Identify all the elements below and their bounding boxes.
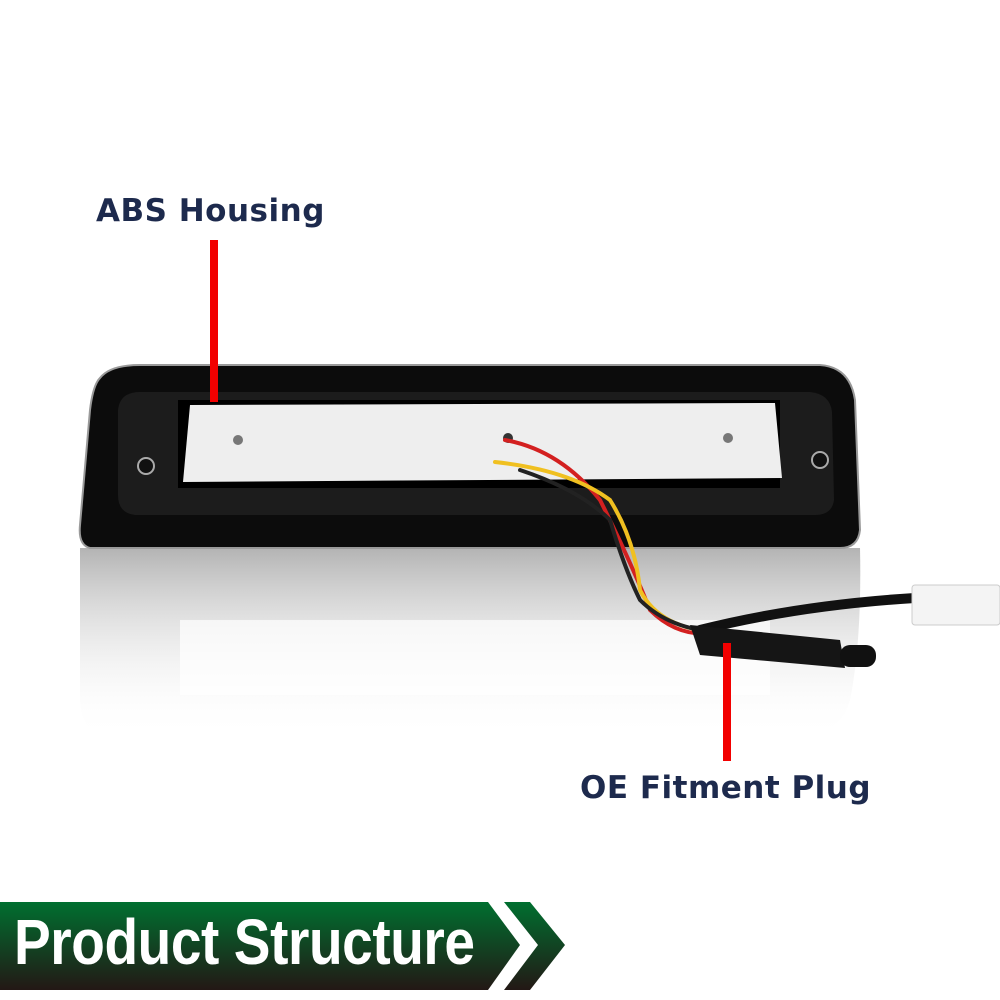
abs-housing-label: ABS Housing [96, 193, 325, 229]
banner-title: Product Structure [14, 906, 475, 978]
abs-housing [78, 364, 862, 549]
led-dot [233, 435, 243, 445]
housing-pointer-line [210, 240, 218, 402]
led-board [183, 403, 782, 482]
mounting-hole [811, 451, 829, 469]
reflection [80, 548, 861, 738]
mounting-hole [137, 457, 155, 475]
banner-shape [0, 902, 520, 990]
connector [911, 584, 1000, 626]
wire-harness [493, 438, 920, 636]
chevron-right-icon [504, 902, 565, 990]
plug-pointer-line [723, 643, 731, 761]
led-dot [723, 433, 733, 443]
oe-fitment-plug-label: OE Fitment Plug [580, 770, 872, 806]
